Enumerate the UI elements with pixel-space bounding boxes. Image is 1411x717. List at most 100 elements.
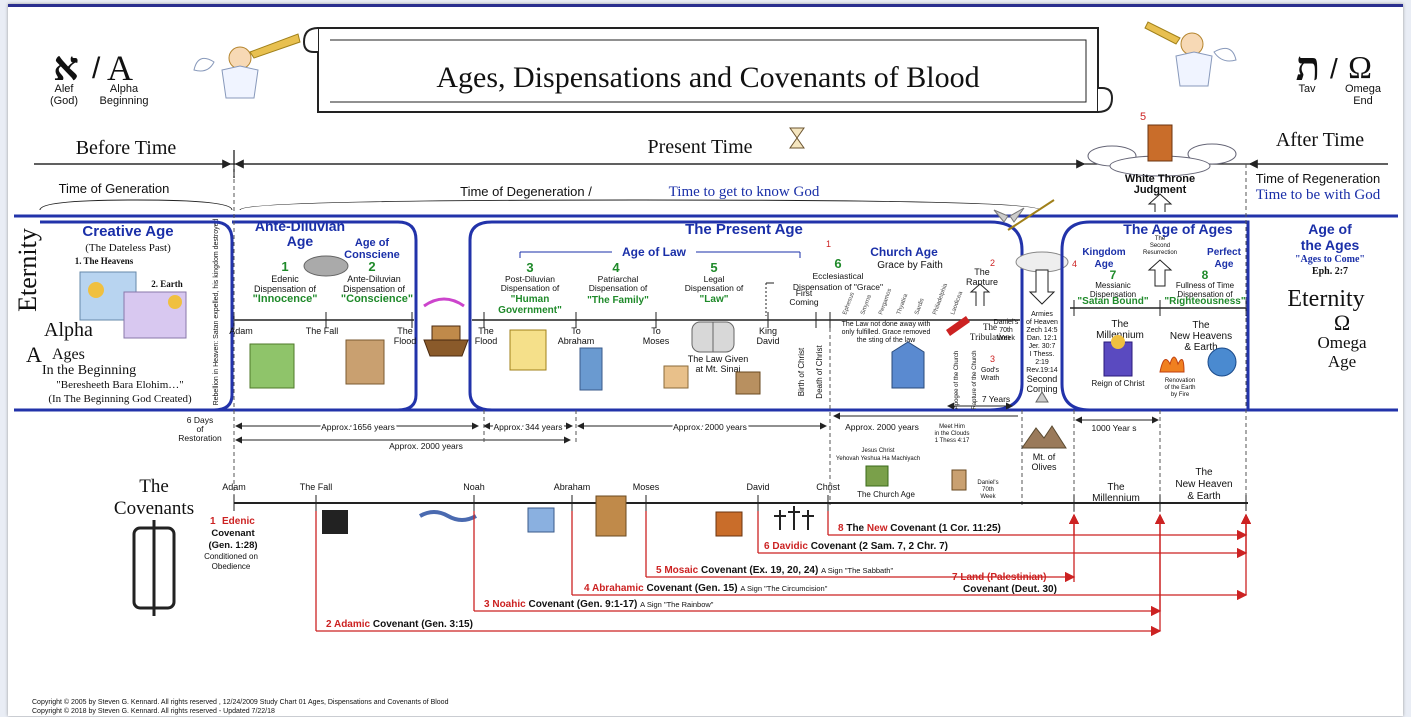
- svg-text:the sting of the law: the sting of the law: [857, 337, 916, 344]
- svg-text:5: 5: [710, 260, 717, 275]
- tav-label: Tav: [1298, 83, 1316, 95]
- svg-text:7 Years: 7 Years: [982, 394, 1010, 404]
- alpha-age-label: Alpha: [44, 319, 93, 341]
- svg-text:Omega: Omega: [1317, 333, 1367, 352]
- svg-text:The: The: [983, 322, 997, 332]
- svg-text:Renovation: Renovation: [1165, 378, 1195, 384]
- ante-diluvian-title-2: Age: [287, 233, 314, 249]
- svg-text:The: The: [974, 267, 990, 277]
- svg-text:Fullness of Time: Fullness of Time: [1176, 281, 1235, 290]
- church-age-label: Church Age: [870, 245, 938, 259]
- copyright-line-2: Copyright © 2018 by Steven G. Kennard. A…: [32, 707, 275, 715]
- copyright: Copyright © 2005 by Steven G. Kennard. A…: [32, 698, 449, 715]
- beginning-label: In the Beginning: [42, 363, 136, 378]
- svg-text:only fulfilled. Grace removed: only fulfilled. Grace removed: [842, 329, 931, 336]
- svg-text:Resurrection: Resurrection: [1143, 250, 1177, 256]
- ark-picture: [423, 297, 469, 357]
- svg-text:Dispensation of: Dispensation of: [501, 283, 560, 293]
- svg-text:Laodicea: Laodicea: [950, 290, 964, 316]
- svg-text:Zech 14:5: Zech 14:5: [1026, 327, 1057, 334]
- omega-label: Omega: [1345, 83, 1382, 95]
- age-conscience-label-2: Consciene: [344, 249, 400, 261]
- svg-text:Ecclesiastical: Ecclesiastical: [812, 271, 863, 281]
- svg-text:I Thess.: I Thess.: [1030, 351, 1055, 358]
- omega-icon: Ω: [1334, 310, 1350, 335]
- svg-text:1000 Year s: 1000 Year s: [1092, 423, 1137, 433]
- svg-text:/: /: [1330, 53, 1338, 84]
- disp-1-num: 1: [281, 259, 288, 274]
- svg-text:Approx. 1656 years: Approx. 1656 years: [321, 422, 395, 432]
- svg-text:/: /: [92, 52, 101, 85]
- rapture-label: Rapture: [966, 277, 998, 287]
- covenant-land-rest: Covenant (Deut. 30): [963, 584, 1057, 595]
- svg-text:Jer. 30:7: Jer. 30:7: [1029, 343, 1056, 350]
- eternity-left: Eternity Creative Age (The Dateless Past…: [13, 219, 220, 406]
- svg-text:2: 2: [990, 258, 995, 268]
- earth-globe-icon: [1207, 347, 1237, 377]
- svg-text:Age: Age: [1328, 352, 1356, 371]
- eternity-right-label: Eternity: [1287, 286, 1364, 312]
- title-scroll: Ages, Dispensations and Covenants of Blo…: [302, 27, 1114, 113]
- ages-label: Ages: [52, 346, 85, 363]
- covenant-label-c3: 3 Noahic Covenant (Gen. 9:1-17) A Sign "…: [484, 599, 714, 610]
- svg-text:First: First: [796, 288, 813, 298]
- svg-text:Ante-Diluvian: Ante-Diluvian: [347, 274, 401, 284]
- righteousness-label: "Righteousness": [1164, 296, 1245, 307]
- covenant-label-c2: 2 Adamic Covenant (Gen. 3:15): [326, 619, 473, 630]
- svg-text:Post-Diluvian: Post-Diluvian: [505, 274, 555, 284]
- covenant-timeline-label: Adam: [222, 482, 246, 492]
- covenant-timeline-label: Moses: [633, 482, 660, 492]
- covenant-label-c5: 5 Mosaic Covenant (Ex. 19, 20, 24) A Sig…: [656, 565, 893, 576]
- tav-omega-corner: ת / Ω Tav Omega End: [1296, 44, 1382, 107]
- svg-text:Approx. 2000 years: Approx. 2000 years: [845, 422, 919, 432]
- svg-text:3: 3: [990, 354, 995, 364]
- covenant-label-c7: 7 Land (Palestinian): [952, 572, 1046, 583]
- adam-eve-picture: [249, 343, 295, 389]
- church-age-lower-label: The Church Age: [857, 490, 915, 499]
- after-time-label: After Time: [1276, 129, 1364, 151]
- svg-text:Approx. 344 years: Approx. 344 years: [494, 422, 563, 432]
- svg-text:6 Days: 6 Days: [187, 415, 213, 425]
- svg-text:Kingdom: Kingdom: [1082, 247, 1125, 258]
- time-know-god: Time to get to know God: [669, 184, 820, 200]
- flood-waves-icon: [419, 510, 477, 522]
- covenant-label-c8: 8 The New Covenant (1 Cor. 11:25): [838, 523, 1001, 534]
- svg-text:Armies: Armies: [1031, 311, 1053, 318]
- heavens-label: 1. The Heavens: [75, 256, 134, 266]
- svg-text:Moses: Moses: [643, 336, 670, 346]
- alef-alpha-corner: א / A Alef (God) Alpha Beginning: [50, 44, 149, 107]
- svg-text:4: 4: [1072, 259, 1077, 269]
- eternity-right: Age of the Ages "Ages to Come" Eph. 2:7 …: [1287, 221, 1367, 371]
- svg-text:1: 1: [826, 239, 831, 249]
- svg-text:King: King: [759, 326, 777, 336]
- rapture-arrow-icon: [946, 316, 970, 336]
- age-conscience-label: Age of: [355, 237, 390, 249]
- svg-text:The: The: [1111, 319, 1129, 330]
- alef-label: Alef: [55, 83, 75, 95]
- abraham-stars-icon: [527, 507, 555, 533]
- angel-trumpet-left-icon: [193, 33, 301, 99]
- svg-text:Age: Age: [1095, 259, 1114, 270]
- fall-icon: [322, 510, 348, 534]
- moses-picture: [663, 365, 689, 389]
- svg-text:The: The: [1195, 467, 1213, 478]
- church-window-icon: [891, 341, 925, 389]
- svg-text:The: The: [478, 326, 494, 336]
- svg-text:Restoration: Restoration: [178, 433, 222, 443]
- eternity-vertical: Eternity: [13, 228, 42, 312]
- time-regeneration: Time of Regeneration: [1256, 171, 1381, 186]
- svg-text:"Ages to Come": "Ages to Come": [1295, 254, 1365, 265]
- svg-text:Dispensation of: Dispensation of: [343, 284, 406, 294]
- svg-text:The: The: [397, 326, 413, 336]
- mountain-icon: [1021, 425, 1067, 449]
- svg-text:70th: 70th: [999, 327, 1013, 334]
- rebellion-label: Rebellion in Heaven: Satan expelled, his…: [213, 219, 220, 406]
- svg-text:Mt. of: Mt. of: [1033, 452, 1056, 462]
- svg-text:Jesus Christ: Jesus Christ: [861, 448, 894, 454]
- covenant-label-c6: 6 Davidic Covenant (2 Sam. 7, 2 Chr. 7): [764, 541, 948, 552]
- throne-icon: [1147, 124, 1173, 162]
- storm-cloud-icon: [303, 255, 349, 277]
